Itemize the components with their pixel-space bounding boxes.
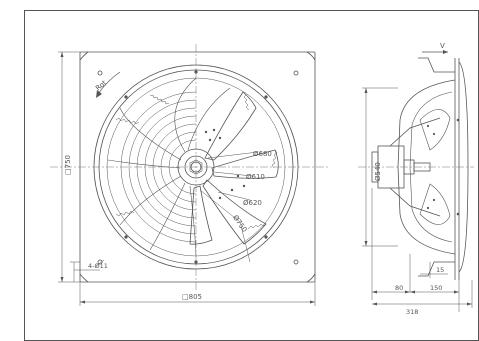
blade-serrations xyxy=(115,91,278,230)
side-blade-top xyxy=(419,109,451,151)
dia-620-label: Ø620 xyxy=(243,199,262,207)
diameter-leaders xyxy=(199,151,259,263)
airflow-label: V xyxy=(440,42,445,50)
airflow-arrow-head xyxy=(443,50,448,54)
side-dim-arrows xyxy=(364,88,472,306)
side-bracket-top xyxy=(418,57,455,73)
rivet-holes xyxy=(204,128,246,200)
width-label: □805 xyxy=(182,293,202,301)
grille-spokes xyxy=(107,77,231,257)
front-dimensions xyxy=(58,51,316,306)
grille-ring-7 xyxy=(160,131,197,203)
front-view xyxy=(50,44,330,292)
plate-corners xyxy=(79,51,316,283)
depth-150-label: 150 xyxy=(430,284,442,292)
side-support-bottom xyxy=(389,187,441,217)
side-support-top xyxy=(389,117,441,147)
side-blade-bottom xyxy=(419,183,451,225)
rotation-label: Rot xyxy=(94,79,108,93)
front-dim-arrows xyxy=(60,52,315,304)
height-label: □750 xyxy=(64,155,72,175)
offset-80-label: 80 xyxy=(395,284,403,292)
rotation-arrow-head xyxy=(96,90,102,98)
side-view xyxy=(358,51,474,280)
plate-mounting-holes xyxy=(97,70,299,265)
front-center-lines xyxy=(50,44,330,292)
dia-610-label: Ø610 xyxy=(246,173,265,181)
fan-blades xyxy=(189,91,279,245)
depth-540-label: Ø540 xyxy=(374,162,382,181)
offset-15-label: 15 xyxy=(436,266,444,274)
dia-680-label: Ø680 xyxy=(253,150,272,158)
side-rivets xyxy=(426,118,460,216)
overall-318-label: 318 xyxy=(406,308,418,316)
hole-leader xyxy=(95,259,105,267)
side-bracket-bottom xyxy=(418,261,455,277)
rotation-arrow xyxy=(97,71,121,95)
hole-spec-label: 4-Ø11 xyxy=(88,262,108,270)
side-dimensions xyxy=(362,87,473,312)
